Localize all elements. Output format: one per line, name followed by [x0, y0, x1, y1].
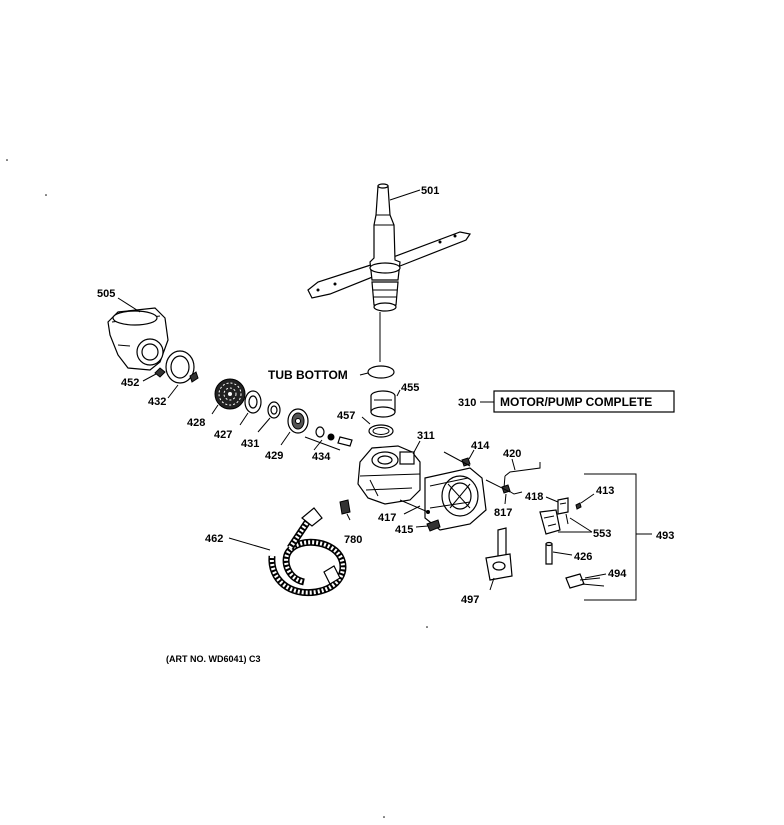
leader-452: [142, 373, 157, 382]
leader-418: [545, 496, 559, 503]
part-428-impeller: [214, 378, 246, 410]
label-462: 462: [205, 533, 223, 545]
part-457-seal: [368, 424, 394, 438]
part-417: [426, 510, 430, 514]
leader-427: [239, 412, 249, 426]
label-418: 418: [525, 491, 543, 503]
bracket-493: [584, 473, 652, 601]
part-462-hose: [268, 507, 347, 597]
leader-tub-bottom: [359, 372, 369, 376]
part-505-sump: [107, 307, 169, 371]
label-501: 501: [421, 185, 439, 197]
label-426: 426: [574, 551, 592, 563]
leader-434: [313, 439, 323, 451]
leader-780: [346, 513, 351, 521]
part-413: [575, 502, 582, 510]
leader-428: [211, 404, 219, 415]
label-429: 429: [265, 450, 283, 462]
tub-bottom-label: TUB BOTTOM: [268, 368, 348, 382]
label-494: 494: [608, 568, 627, 580]
o-ring: [367, 365, 395, 379]
part-434-spring: [304, 426, 353, 451]
leader-501: [389, 189, 421, 201]
leader-505: [117, 297, 141, 313]
label-414: 414: [471, 440, 490, 452]
leader-417: [403, 505, 421, 515]
leader-553a: [569, 517, 593, 533]
spray-arm-501: [307, 183, 471, 312]
motor: [424, 467, 487, 531]
art-number: (ART NO. WD6041) C3: [166, 654, 261, 664]
label-417: 417: [378, 512, 396, 524]
label-452: 452: [121, 377, 139, 389]
label-493: 493: [656, 530, 674, 542]
label-817: 817: [494, 507, 512, 519]
motor-pump-box: [493, 390, 675, 413]
leader-432: [167, 384, 179, 399]
part-780-fitting: [339, 499, 351, 515]
label-497: 497: [461, 594, 479, 606]
leader-311: [412, 440, 421, 455]
part-432-ring: [165, 350, 199, 384]
leader-415: [415, 525, 429, 528]
label-780: 780: [344, 534, 362, 546]
part-427-disk: [244, 390, 262, 414]
label-311: 311: [417, 430, 435, 442]
part-494-harness: [565, 573, 605, 589]
leader-429: [280, 431, 291, 446]
leader-494: [584, 573, 607, 579]
part-452-clamp: [154, 367, 166, 378]
leader-431: [257, 417, 271, 433]
motor-pump-label: MOTOR/PUMP COMPLETE: [500, 395, 652, 409]
leader-455: [396, 389, 401, 397]
leader-426: [552, 551, 573, 556]
label-431: 431: [241, 438, 259, 450]
label-432: 432: [148, 396, 166, 408]
label-415: 415: [395, 524, 413, 536]
label-428: 428: [187, 417, 205, 429]
leader-462: [228, 537, 271, 551]
label-434: 434: [312, 451, 331, 463]
label-455: 455: [401, 382, 419, 394]
leader-497: [489, 577, 495, 591]
label-310: 310: [458, 397, 476, 409]
part-311-pump-housing: [357, 445, 421, 505]
leader-457: [361, 416, 371, 425]
part-418-terminal: [557, 497, 569, 515]
part-455-coupling: [370, 390, 396, 418]
part-431-washer: [267, 401, 281, 419]
label-427: 427: [214, 429, 232, 441]
label-413: 413: [596, 485, 614, 497]
leader-414: [468, 449, 475, 460]
part-426-pin: [545, 541, 553, 565]
part-417-line: [399, 499, 429, 513]
part-415-clip: [426, 519, 441, 532]
label-553: 553: [593, 528, 611, 540]
label-420: 420: [503, 448, 521, 460]
label-457: 457: [337, 410, 355, 422]
part-497-mount: [485, 527, 513, 581]
part-429-seal: [287, 408, 309, 434]
leader-817: [504, 493, 507, 505]
label-505: 505: [97, 288, 115, 300]
part-553-bracket: [539, 509, 569, 535]
leader-420: [511, 458, 516, 471]
part-817-screw: [485, 479, 511, 494]
leader-413: [580, 493, 595, 504]
part-414-screw: [443, 451, 471, 467]
